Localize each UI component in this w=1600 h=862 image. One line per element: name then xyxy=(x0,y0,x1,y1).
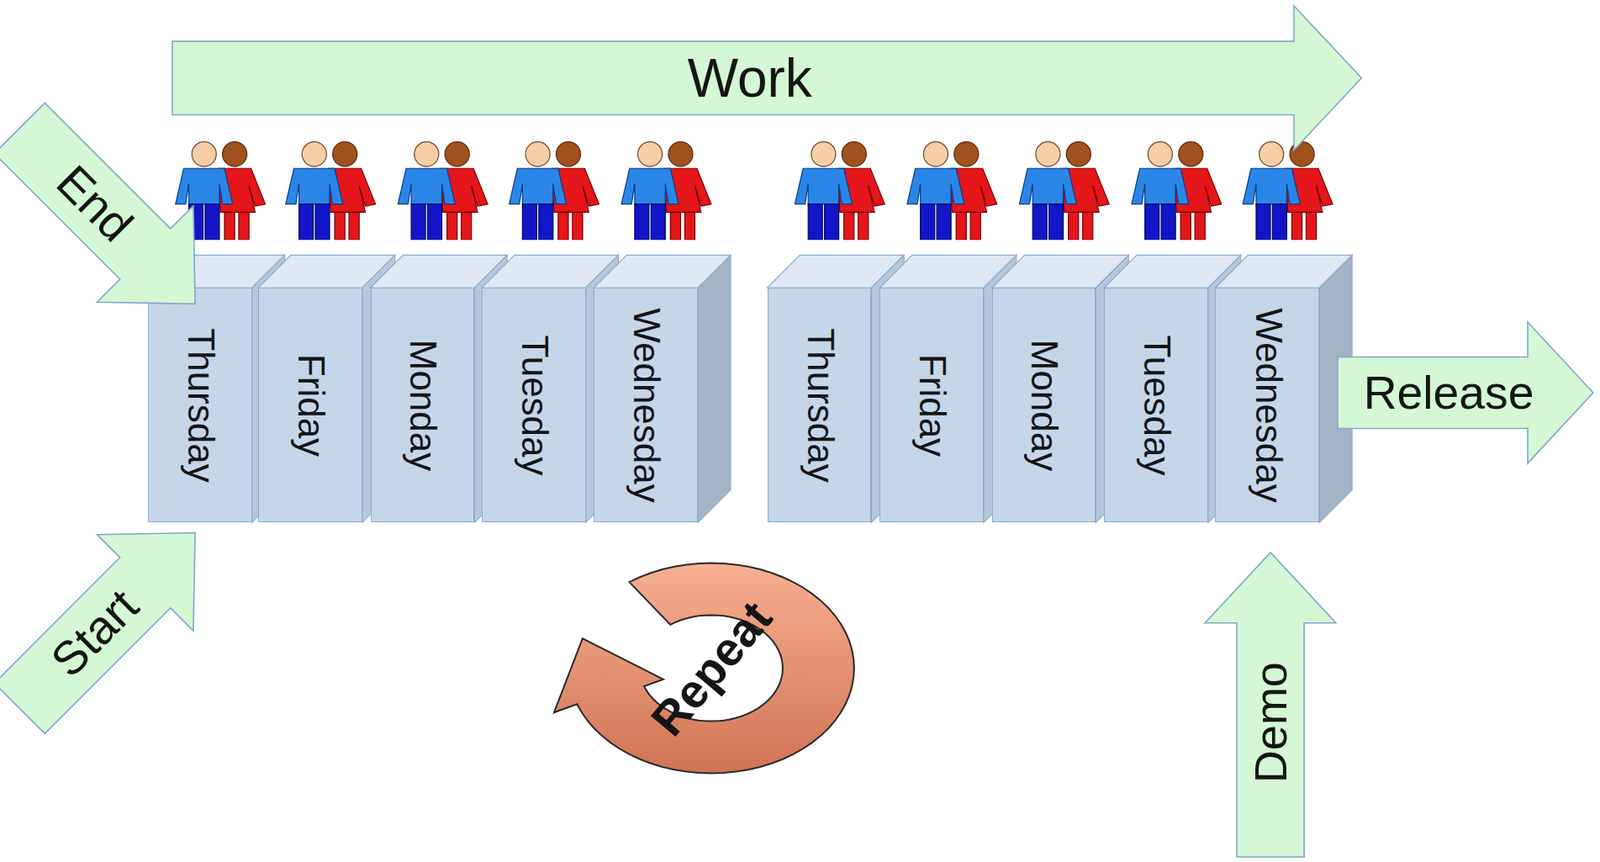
arrow-label: Release xyxy=(1363,369,1535,417)
day-box: Friday xyxy=(879,287,984,523)
pair-programmers-icon xyxy=(1019,142,1109,241)
day-label: Friday xyxy=(913,353,951,457)
arrow-label: Demo xyxy=(1247,661,1294,783)
text-holder: Friday xyxy=(258,288,364,522)
people-icons xyxy=(175,142,1333,241)
arrow-label: End xyxy=(47,157,141,250)
pair-programmers-icon xyxy=(1131,142,1222,241)
block-arrow: Release xyxy=(1336,321,1595,465)
day-box: Wednesday xyxy=(1214,287,1320,523)
day-label: Tuesday xyxy=(516,334,554,476)
pair-programmers-icon xyxy=(397,142,488,241)
text-holder: Tuesday xyxy=(1104,288,1210,522)
repeat-cycle-arrow: Repeat xyxy=(563,555,860,781)
arrow-label: Work xyxy=(687,51,813,106)
day-box: Monday xyxy=(370,287,476,523)
arrow-label: Start xyxy=(42,580,147,685)
text-holder: Thursday xyxy=(148,288,254,522)
text-holder: Demo xyxy=(1203,586,1337,858)
day-box: Thursday xyxy=(147,287,253,523)
repeat-label: Repeat xyxy=(642,592,780,744)
box-faces xyxy=(147,254,1352,523)
day-label: Wednesday xyxy=(1249,307,1287,503)
text-holder: Thursday xyxy=(768,288,873,522)
text-holder: Repeat xyxy=(563,555,860,781)
pair-programmers-icon xyxy=(794,142,885,241)
block-arrow: Demo xyxy=(1203,550,1337,857)
block-arrow-outline xyxy=(0,484,243,756)
text-holder: Friday xyxy=(880,288,985,522)
day-label: Monday xyxy=(1026,339,1064,472)
day-label: Wednesday xyxy=(628,307,666,503)
block-arrow-outline xyxy=(1337,322,1594,464)
day-label: Tuesday xyxy=(1138,334,1176,476)
day-box: Tuesday xyxy=(1103,287,1209,523)
text-holder: Monday xyxy=(371,288,476,522)
pair-programmers-icon xyxy=(907,142,998,241)
text-holder: Monday xyxy=(992,288,1098,522)
block-arrow-outline xyxy=(1204,551,1336,856)
cycle-arrow-outline xyxy=(554,563,855,774)
day-label: Friday xyxy=(292,353,330,457)
text-holder: Work xyxy=(171,5,1329,152)
day-box: Monday xyxy=(992,287,1097,523)
block-arrow: Work xyxy=(171,5,1363,152)
text-holder: Wednesday xyxy=(1215,288,1321,522)
box-side-face xyxy=(697,254,731,523)
day-box: Wednesday xyxy=(593,287,698,523)
block-arrow-outline xyxy=(172,5,1362,151)
pair-programmers-icon xyxy=(1242,142,1333,241)
pair-programmers-icon xyxy=(509,142,600,241)
day-label: Monday xyxy=(404,339,442,472)
day-label: Thursday xyxy=(182,327,220,482)
day-box: Friday xyxy=(258,287,363,523)
text-holder: Tuesday xyxy=(482,288,587,522)
text-holder: Release xyxy=(1336,321,1561,465)
block-arrow: Start xyxy=(0,483,244,758)
day-box: Tuesday xyxy=(481,287,587,523)
day-label: Thursday xyxy=(802,327,840,482)
day-box: Thursday xyxy=(767,287,872,523)
text-holder: Wednesday xyxy=(594,288,699,522)
pair-programmers-icon xyxy=(621,142,712,241)
pair-programmers-icon xyxy=(285,142,376,241)
